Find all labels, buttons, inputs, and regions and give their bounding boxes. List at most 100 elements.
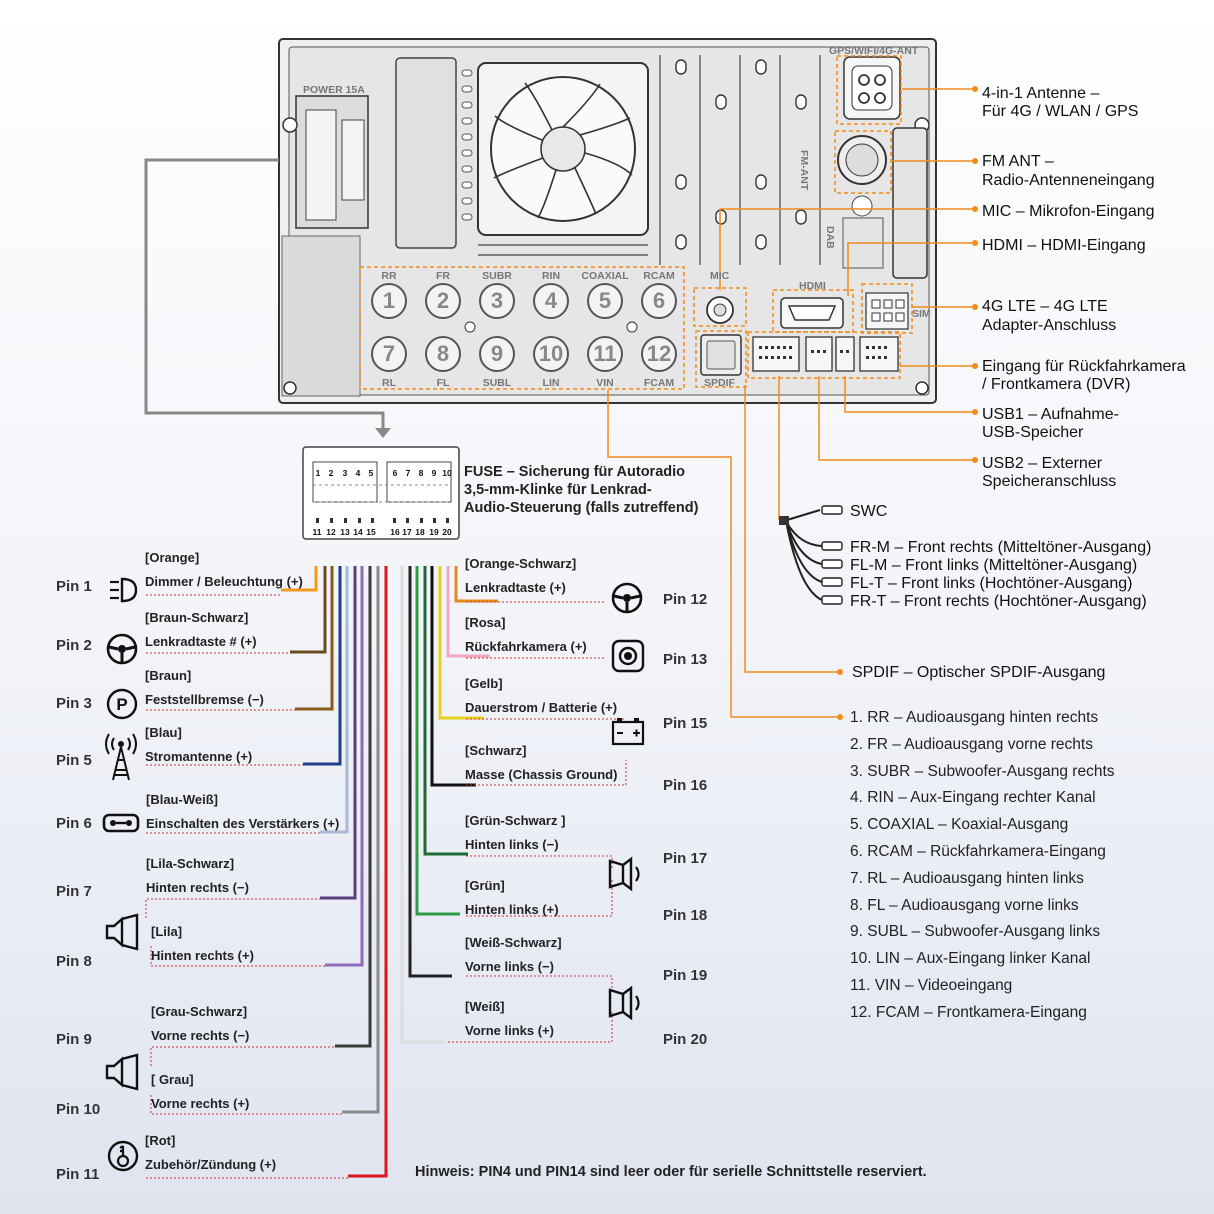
rca-bottom-label: RL: [382, 377, 396, 389]
connector-desc-1: FUSE – Sicherung für Autoradio: [464, 464, 686, 480]
camera-port: [752, 336, 800, 372]
svg-text:P: P: [116, 695, 127, 714]
pin-label: Pin 12: [663, 591, 708, 608]
connector-pin-number: 2: [328, 468, 334, 478]
steering-wheel-icon: [105, 632, 139, 670]
rca-bottom-label: LIN: [542, 377, 560, 389]
connector-pin-number: 16: [390, 527, 400, 537]
wire-color-label: [ Grau]: [151, 1072, 194, 1087]
wire-color-label: [Braun]: [145, 668, 192, 683]
wire-function-label: Hinten rechts (+): [151, 948, 254, 963]
pin-label: Pin 15: [663, 715, 708, 732]
connector-pin-number: 8: [418, 468, 424, 478]
pin-label: Pin 10: [56, 1101, 101, 1118]
light-icon: [108, 575, 142, 609]
connector-pin-number: 11: [312, 527, 322, 537]
dab-label: DAB: [824, 226, 836, 249]
rca-top-label: SUBR: [482, 270, 512, 282]
fm-label-1: FM ANT –: [982, 153, 1054, 170]
wire-function-label: Hinten rechts (−): [146, 880, 249, 895]
speaker-output-3: FL-T – Front links (Hochtöner-Ausgang): [850, 575, 1133, 592]
wire-function-label: Einschalten des Verstärkers (+): [146, 816, 340, 831]
iso-connector: [302, 446, 460, 540]
sim-label: SIM: [912, 308, 931, 320]
connector-pin-number: 3: [342, 468, 348, 478]
pin-label: Pin 5: [56, 752, 92, 769]
connector-desc-3: Audio-Steuerung (falls zutreffend): [464, 500, 699, 516]
rca-legend-item: 1. RR – Audioausgang hinten rechts: [850, 709, 1099, 726]
usb1-label-2: USB-Speicher: [982, 424, 1084, 441]
wire-color-label: [Rosa]: [465, 615, 506, 630]
speaker-icon: [104, 1053, 140, 1095]
wire-color-label: [Rot]: [145, 1133, 176, 1148]
rca-jack-number: 9: [490, 341, 504, 366]
connector-desc-2: 3,5-mm-Klinke für Lenkrad-: [464, 482, 652, 498]
wire-function-label: Vorne rechts (+): [151, 1096, 250, 1111]
amplifier-icon: [102, 812, 140, 838]
leader-lines: [607, 88, 975, 718]
pin-label: Pin 3: [56, 695, 92, 712]
rca-legend-item: 7. RL – Audioausgang hinten links: [850, 869, 1084, 887]
rca-jack-number: 3: [490, 288, 504, 313]
camera-label-2: / Frontkamera (DVR): [982, 376, 1131, 393]
wire-function-label: Zubehör/Zündung (+): [145, 1157, 277, 1172]
rca-jack-number: 7: [382, 341, 396, 366]
rca-legend-item: 12. FCAM – Frontkamera-Eingang: [850, 1003, 1087, 1021]
pin-label: Pin 8: [56, 953, 92, 970]
rca-legend-item: 5. COAXIAL – Koaxial-Ausgang: [850, 816, 1069, 834]
connector-pin-number: 10: [442, 468, 452, 478]
power-label: POWER 15A: [303, 84, 365, 96]
pin-label: Pin 16: [663, 777, 708, 794]
guide-lines: [145, 594, 627, 1179]
camera-label-1: Eingang für Rückfahrkamera: [982, 358, 1186, 375]
connector-pin-number: 6: [392, 468, 398, 478]
wire-function-label: Vorne links (+): [465, 1023, 554, 1038]
wire-function-label: Dimmer / Beleuchtung (+): [145, 574, 303, 589]
antenna-label-2: Für 4G / WLAN / GPS: [982, 103, 1139, 120]
wire-color-label: [Grün]: [465, 878, 505, 893]
rca-legend-item: 10. LIN – Aux-Eingang linker Kanal: [850, 950, 1091, 968]
lte-label-1: 4G LTE – 4G LTE: [982, 298, 1108, 315]
connector-pin-number: 18: [415, 527, 425, 537]
left-wires: [281, 566, 388, 1178]
wire-color-label: [Grau-Schwarz]: [151, 1004, 248, 1019]
rca-jack-number: 11: [593, 341, 617, 366]
mic-label: MIC: [710, 270, 730, 282]
connector-pin-number: 1: [315, 468, 321, 478]
antenna-icon: [100, 732, 142, 786]
rca-jack-number: 6: [652, 288, 666, 313]
rca-legend-item: 11. VIN – Videoeingang: [850, 977, 1013, 994]
steering-wheel-icon: [610, 581, 644, 619]
wire-color-label: [Lila]: [151, 924, 183, 939]
connector-pin-number: 20: [442, 527, 452, 537]
wire-color-label: [Lila-Schwarz]: [146, 856, 235, 871]
fm-label-2: Radio-Antenneneingang: [982, 172, 1155, 189]
rca-jack-number: 12: [646, 341, 672, 366]
wire-function-label: Vorne rechts (−): [151, 1028, 250, 1043]
pin-label: Pin 19: [663, 967, 708, 984]
wire-function-label: Vorne links (−): [465, 959, 554, 974]
rca-top-label: COAXIAL: [581, 270, 629, 282]
rca-top-label: RR: [381, 270, 397, 282]
usb2-port: [835, 336, 855, 372]
speaker-output-4: FR-T – Front rechts (Hochtöner-Ausgang): [850, 593, 1147, 610]
wire-color-label: [Gelb]: [465, 676, 503, 691]
hdmi-text: HDMI – HDMI-Eingang: [982, 237, 1146, 254]
rca-jack-number: 5: [598, 288, 612, 313]
speaker-icon: [104, 913, 140, 955]
rca-top-label: FR: [436, 270, 450, 282]
rca-legend-item: 9. SUBL – Subwoofer-Ausgang links: [850, 923, 1101, 941]
spdif-label: SPDIF: [704, 377, 735, 389]
pin-label: Pin 7: [56, 883, 92, 900]
wire-color-label: [Schwarz]: [465, 743, 527, 758]
swc-label: SWC: [850, 503, 888, 520]
rca-jack-number: 8: [436, 341, 450, 366]
wire-function-label: Masse (Chassis Ground): [465, 767, 618, 782]
battery-icon: [611, 714, 645, 752]
gps-label: GPS/WIFI/4G-ANT: [829, 45, 919, 57]
pin-label: Pin 17: [663, 850, 708, 867]
speaker-icon: [606, 855, 646, 897]
lte-port: [865, 292, 909, 330]
pin-label: Pin 20: [663, 1031, 708, 1048]
